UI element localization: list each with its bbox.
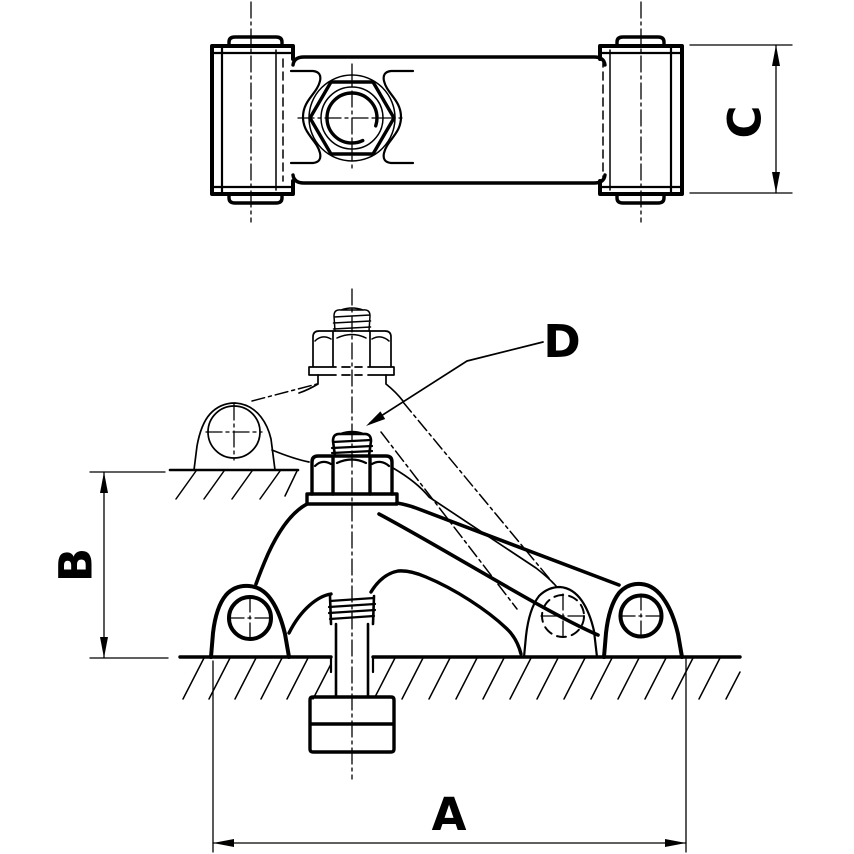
dim-a-arrow-left bbox=[213, 839, 234, 847]
drawing-root: C B A D bbox=[50, 1, 793, 853]
upper-foot-dome bbox=[193, 402, 276, 471]
dimension-a bbox=[212, 658, 687, 853]
dim-label-c: C bbox=[719, 105, 772, 138]
bolt-thread-crests bbox=[327, 596, 377, 621]
right-foot-dome bbox=[602, 581, 684, 659]
left-bushing bbox=[210, 1, 295, 223]
hex-nut-top-view bbox=[297, 63, 407, 173]
dim-c-arrow-up bbox=[772, 45, 780, 66]
bottom-bolt bbox=[308, 594, 396, 754]
nut-front bbox=[310, 454, 394, 496]
left-bushing-outline bbox=[210, 44, 295, 196]
stud-threads bbox=[331, 430, 373, 458]
installed-position bbox=[209, 430, 684, 659]
bracket-arm-rear bbox=[395, 501, 621, 587]
phantom-stud-threads bbox=[332, 307, 372, 332]
dim-c-arrow-down bbox=[772, 172, 780, 193]
upper-foot-crosshair bbox=[205, 403, 263, 461]
leader-d-arrowhead bbox=[366, 411, 386, 426]
bracket-arm-front bbox=[377, 512, 600, 637]
upper-ground-hatching bbox=[175, 470, 298, 500]
stud-thread-crests bbox=[330, 438, 374, 455]
phantom-flange-stubs bbox=[298, 374, 404, 402]
bracket-arm-left bbox=[254, 502, 309, 586]
hex-crosshair bbox=[297, 63, 407, 173]
left-flange-curve bbox=[289, 69, 322, 165]
phantom-line-right-upper bbox=[402, 401, 554, 584]
callout-d bbox=[369, 341, 544, 424]
dim-c-extension-lines bbox=[689, 44, 793, 194]
dimension-labels: C B A D bbox=[50, 105, 772, 841]
left-foot-dome bbox=[209, 583, 291, 659]
left-bushing-bottom-cap bbox=[227, 192, 284, 205]
lower-ground-hatching bbox=[182, 657, 741, 700]
phantom-bracket-edge bbox=[271, 449, 557, 587]
dim-label-d: D bbox=[543, 315, 580, 368]
right-foot-crosshair bbox=[618, 593, 664, 640]
bracket-skirt-arch bbox=[287, 569, 523, 656]
left-bushing-top-cap bbox=[227, 35, 284, 48]
lower-ground bbox=[178, 655, 742, 700]
right-bushing bbox=[598, 1, 684, 223]
dimension-b bbox=[89, 471, 169, 659]
upper-ground bbox=[168, 468, 300, 500]
dim-b-arrow-down bbox=[100, 637, 108, 658]
tube-body-outline bbox=[291, 55, 607, 185]
dim-b-arrow-up bbox=[100, 472, 108, 493]
leader-d-line bbox=[369, 341, 544, 424]
phantom-line-left bbox=[251, 383, 318, 402]
dim-label-a: A bbox=[432, 788, 467, 841]
front-view bbox=[168, 288, 742, 780]
bolt-shank bbox=[334, 622, 370, 698]
dim-a-extension-lines bbox=[212, 658, 687, 853]
arrowheads bbox=[100, 45, 780, 847]
top-view bbox=[210, 1, 684, 223]
left-bushing-sleeve-lines bbox=[211, 46, 294, 194]
dim-a-arrow-right bbox=[665, 839, 686, 847]
left-foot-crosshair bbox=[227, 595, 273, 642]
phantom-nut-chamfer-arcs bbox=[314, 333, 390, 342]
nut-chamfer-arcs bbox=[313, 458, 391, 468]
right-foot bbox=[602, 581, 684, 659]
phantom-nut bbox=[312, 330, 392, 367]
dimension-c bbox=[689, 44, 793, 194]
dim-label-b: B bbox=[50, 548, 103, 582]
upper-foot bbox=[193, 402, 276, 471]
middle-foot bbox=[522, 585, 599, 659]
middle-foot-dome bbox=[522, 585, 599, 659]
left-foot bbox=[209, 583, 291, 659]
dim-b-extension-lines bbox=[89, 471, 169, 659]
bolt-head bbox=[308, 695, 396, 754]
right-flange-curve bbox=[382, 69, 415, 165]
phantom-washer bbox=[308, 366, 395, 376]
